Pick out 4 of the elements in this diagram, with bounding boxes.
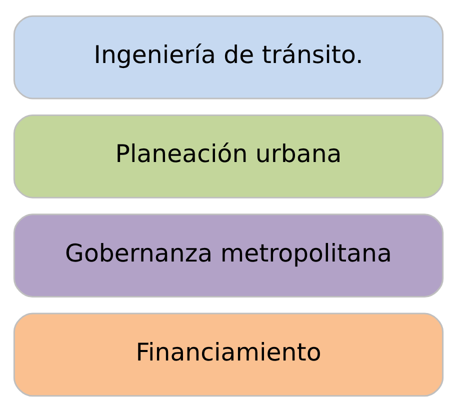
node-box: Financiamiento <box>13 312 444 396</box>
node-box: Gobernanza metropolitana <box>13 213 444 298</box>
node-box: Ingeniería de tránsito. <box>13 14 444 99</box>
node-box: Planeación urbana <box>13 114 444 198</box>
